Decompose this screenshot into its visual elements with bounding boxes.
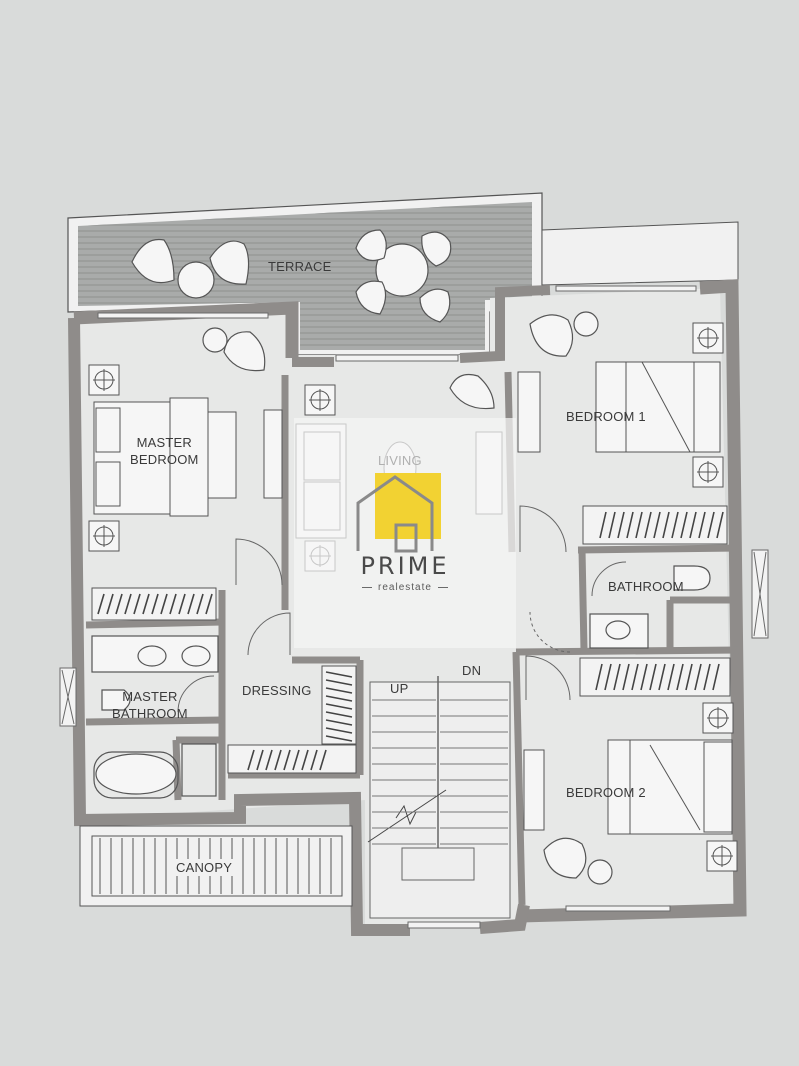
hanger [599,511,607,539]
hanger [685,663,693,691]
hanger [325,711,353,718]
master-bedroom-label-line1: MASTER [136,435,192,450]
hanger [124,593,132,615]
interior-walls [85,371,741,906]
hanger [671,511,679,539]
hanger [301,749,309,771]
hanger [325,679,353,686]
hanger [310,749,318,771]
hanger [187,593,195,615]
hanger [256,749,264,771]
hanger [106,593,114,615]
wardrobe-hangers [97,511,724,771]
prime-watermark: LIVING ROOM PRIME realestate [294,418,516,648]
hanger [247,749,255,771]
hanger [325,695,353,702]
hanger [319,749,327,771]
terrace-label: TERRACE [268,259,332,274]
hanger [265,749,273,771]
hanger [142,593,150,615]
bedroom-2-label: BEDROOM 2 [566,785,646,800]
terrace-area [67,192,543,356]
hanger [622,663,630,691]
stair-treads [372,699,508,845]
hanger [617,511,625,539]
hanger [325,727,353,734]
upper-balcony [541,221,739,286]
hanger [712,663,720,691]
windows [59,285,769,929]
hanger [613,663,621,691]
hanger [644,511,652,539]
hanger [608,511,616,539]
hanger [325,671,353,678]
hanger [151,593,159,615]
stairs-up-label: UP [390,681,409,696]
bedroom-1-label: BEDROOM 1 [566,409,646,424]
master-bedroom-label-line2: BEDROOM [130,452,199,467]
staircase [367,676,511,919]
stairs-down-label: DN [462,663,482,678]
hanger [325,703,353,710]
hanger [689,511,697,539]
hanger [283,749,291,771]
hanger [274,749,282,771]
hanger [653,511,661,539]
hanger [604,663,612,691]
master-bathroom-label-line1: MASTER [122,689,178,704]
wardrobes [91,505,731,774]
hanger [716,511,724,539]
dressing-label: DRESSING [242,683,312,698]
hanger [707,511,715,539]
hanger [658,663,666,691]
master-bathroom-label: MASTER BATHROOM [112,688,188,722]
hanger [160,593,168,615]
hanger [631,663,639,691]
hanger [292,749,300,771]
house-logo-icon [356,475,434,553]
hanger [325,735,353,742]
hanger [97,593,105,615]
hanger [649,663,657,691]
watermark-brand: PRIME [360,552,450,580]
hanger [694,663,702,691]
bath-fixtures [91,565,711,799]
watermark-tagline: realestate [294,582,516,593]
beds [93,361,733,835]
hanger [133,593,141,615]
canopy-slats [99,838,332,894]
living-room-label-line1: LIVING [378,453,422,468]
hanger [698,511,706,539]
hanger [626,511,634,539]
hanger [676,663,684,691]
hanger [325,719,353,726]
hanger [667,663,675,691]
hanger [635,511,643,539]
hanger [595,663,603,691]
canopy-label: CANOPY [174,859,235,876]
hanger [680,511,688,539]
hanger [325,687,353,694]
hanger [178,593,186,615]
hanger [115,593,123,615]
hanger [205,593,213,615]
hanger [640,663,648,691]
master-bedroom-label: MASTER BEDROOM [130,434,199,468]
hanger [196,593,204,615]
doors [177,505,627,713]
hanger [169,593,177,615]
bathroom-label: BATHROOM [608,579,684,594]
hanger [703,663,711,691]
master-bathroom-label-line2: BATHROOM [112,706,188,721]
hanger [662,511,670,539]
armchairs [131,229,613,885]
